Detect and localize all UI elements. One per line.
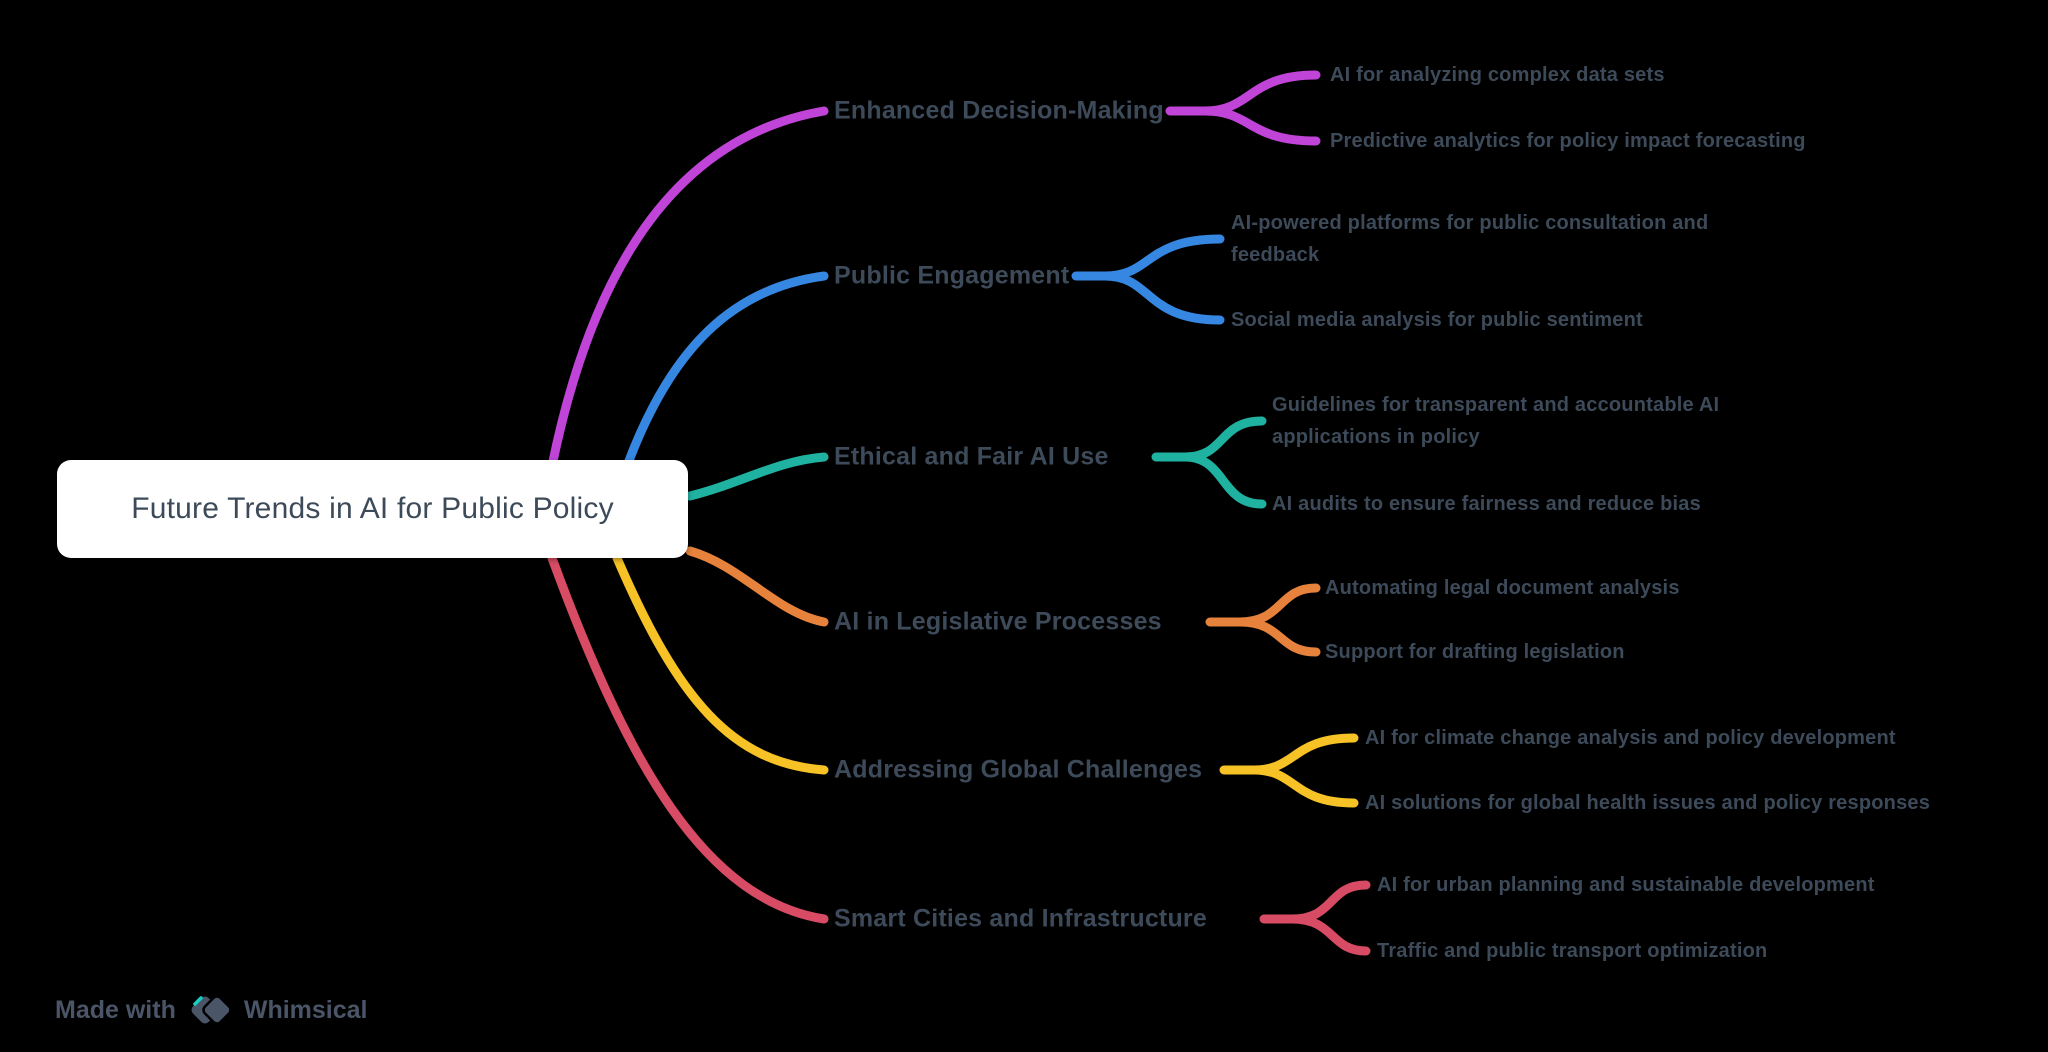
root-node[interactable]: Future Trends in AI for Public Policy [57,460,688,558]
branch-fork-lower [1200,106,1321,146]
made-with-whimsical-link[interactable]: Made with Whimsical [55,987,368,1033]
branch-label-ethical-and-fair-ai-use[interactable]: Ethical and Fair AI Use [834,442,1109,471]
branch-fork-upper [1151,416,1267,462]
branch-curve [547,553,829,924]
leaf-label[interactable]: AI for climate change analysis and polic… [1365,727,1896,749]
branch-curve [685,452,829,501]
branch-fork-upper [1219,733,1359,775]
branch-fork-lower [1249,765,1359,808]
leaf-label[interactable]: Social media analysis for public sentime… [1231,309,1643,331]
branch-curve [685,546,829,627]
leaf-label[interactable]: AI for urban planning and sustainable de… [1377,874,1875,896]
branch-fork-lower [1287,914,1371,956]
branch-fork-lower [1180,452,1267,509]
branch-label-enhanced-decision-making[interactable]: Enhanced Decision-Making [834,96,1164,125]
leaf-label[interactable]: AI audits to ensure fairness and reduce … [1272,493,1701,515]
leaf-label[interactable]: Traffic and public transport optimizatio… [1377,940,1768,962]
branch-label-addressing-global-challenges[interactable]: Addressing Global Challenges [834,755,1203,784]
branch-label-ai-in-legislative-processes[interactable]: AI in Legislative Processes [834,607,1162,636]
branch-curve [622,271,829,471]
root-label: Future Trends in AI for Public Policy [131,492,614,525]
brand-label: Whimsical [243,995,368,1024]
leaf-label[interactable]: Guidelines for transparent and accountab… [1272,394,1720,448]
leaf-label[interactable]: AI solutions for global health issues an… [1365,792,1931,814]
branch-label-public-engagement[interactable]: Public Engagement [834,261,1070,290]
leaf-label[interactable]: Automating legal document analysis [1325,577,1680,599]
made-with-label: Made with [55,995,176,1024]
branch-fork-upper [1259,880,1371,924]
branch-curve [547,106,829,471]
whimsical-logo-icon [191,995,232,1025]
branch-curve [612,553,829,775]
branch-fork-upper [1071,234,1225,281]
leaf-label[interactable]: AI for analyzing complex data sets [1330,64,1665,86]
branch-fork-lower [1100,271,1225,325]
branch-fork-lower [1235,617,1321,657]
leaf-label[interactable]: Support for drafting legislation [1325,641,1625,663]
leaf-label[interactable]: Predictive analytics for policy impact f… [1330,130,1806,152]
leaf-label[interactable]: AI-powered platforms for public consulta… [1231,212,1709,266]
branch-fork-upper [1205,583,1321,627]
branch-label-smart-cities-and-infrastructure[interactable]: Smart Cities and Infrastructure [834,904,1207,933]
branch-fork-upper [1165,70,1321,116]
